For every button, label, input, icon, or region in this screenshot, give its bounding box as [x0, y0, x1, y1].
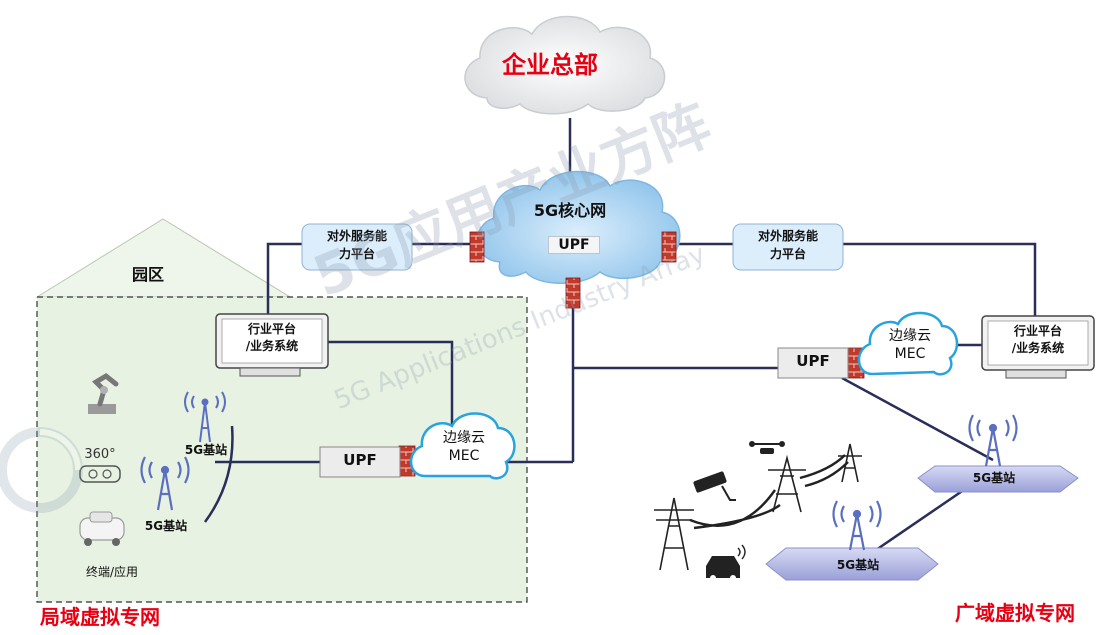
base-station-label-wide-bottom: 5G基站	[836, 558, 880, 572]
industry-platform-right-line1: 行业平台	[1013, 324, 1062, 338]
wide-private-network-label: 广域虚拟专网	[955, 601, 1075, 625]
upf-local-box	[319, 446, 401, 478]
surveillance-camera-icon	[693, 471, 736, 501]
vr-headset-icon	[79, 465, 121, 483]
antenna-icon-wide-right	[968, 414, 1018, 467]
drone-icon	[749, 441, 785, 454]
core-network-label: 5G核心网	[533, 201, 607, 220]
robot-arm-icon	[88, 372, 119, 414]
enterprise-hq-label: 企业总部	[502, 51, 598, 79]
mec-wide-line2: MEC	[894, 346, 926, 362]
base-station-pad-right	[917, 465, 1079, 493]
mec-wide-line1: 边缘云	[889, 328, 931, 344]
antenna-icon-local-upper	[184, 391, 226, 443]
upf-wide-label: UPF	[796, 352, 830, 370]
industry-platform-left-line2: /业务系统	[245, 339, 299, 353]
hq-cloud	[464, 15, 666, 115]
industry-platform-left-line1: 行业平台	[247, 322, 296, 336]
external-service-right-line2: 力平台	[769, 247, 806, 261]
external-service-left-line1: 对外服务能	[326, 229, 387, 243]
base-station-label-wide-right: 5G基站	[972, 471, 1016, 485]
watermark-logo	[0, 427, 83, 513]
agv-robot-icon	[79, 511, 125, 546]
upf-local-label: UPF	[343, 451, 377, 469]
antenna-icon-local-lower	[140, 456, 190, 511]
antenna-icon-wide-bottom	[832, 500, 882, 551]
base-station-label-upper: 5G基站	[184, 443, 228, 457]
terminal-app-label: 终端/应用	[85, 565, 139, 579]
park-label: 园区	[131, 265, 164, 284]
external-service-left-line2: 力平台	[338, 247, 375, 261]
core-network-cloud	[476, 170, 681, 284]
monitor-icon-left	[215, 313, 329, 377]
base-station-pad-bottom	[765, 547, 939, 581]
mec-cloud-wide	[857, 311, 959, 376]
mec-local-line1: 边缘云	[443, 430, 485, 446]
camera-360-label: 360°	[84, 447, 116, 462]
power-tower-icons	[654, 443, 862, 571]
mec-cloud-local	[409, 412, 516, 480]
external-service-left-box	[301, 223, 413, 271]
local-private-network-label: 局域虚拟专网	[40, 605, 160, 629]
mec-local-line2: MEC	[448, 448, 480, 464]
firewall-icons	[398, 231, 865, 477]
industry-platform-right-line2: /业务系统	[1011, 341, 1065, 355]
upf-wide-box	[777, 347, 849, 379]
external-service-right-line1: 对外服务能	[757, 229, 818, 243]
connected-car-icon	[706, 544, 746, 581]
core-upf-label: UPF	[548, 236, 600, 255]
base-station-label-lower: 5G基站	[144, 519, 188, 533]
monitor-icon-right	[981, 315, 1095, 379]
external-service-right-box	[732, 223, 844, 271]
